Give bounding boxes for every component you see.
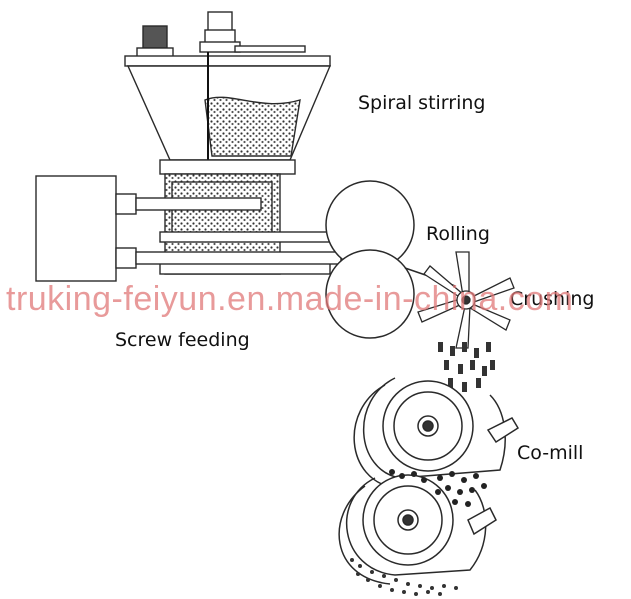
- watermark: truking-feiyun.en.made-in-china.com: [6, 280, 574, 318]
- falling-flakes: [438, 342, 495, 392]
- granules-middle: [389, 469, 487, 507]
- label-screw-feeding: Screw feeding: [115, 329, 250, 351]
- top-motor: [124, 11, 331, 67]
- crusher-rotor: [417, 251, 515, 349]
- label-spiral-stirring: Spiral stirring: [358, 92, 486, 114]
- co-mill-lower: [338, 474, 497, 585]
- co-mill-upper: [353, 377, 520, 489]
- granules-output: [350, 558, 458, 596]
- label-rolling: Rolling: [426, 223, 490, 245]
- label-co-mill: Co-mill: [517, 442, 584, 464]
- screw-motor: [35, 175, 342, 282]
- label-crushing: Crushing: [510, 288, 595, 310]
